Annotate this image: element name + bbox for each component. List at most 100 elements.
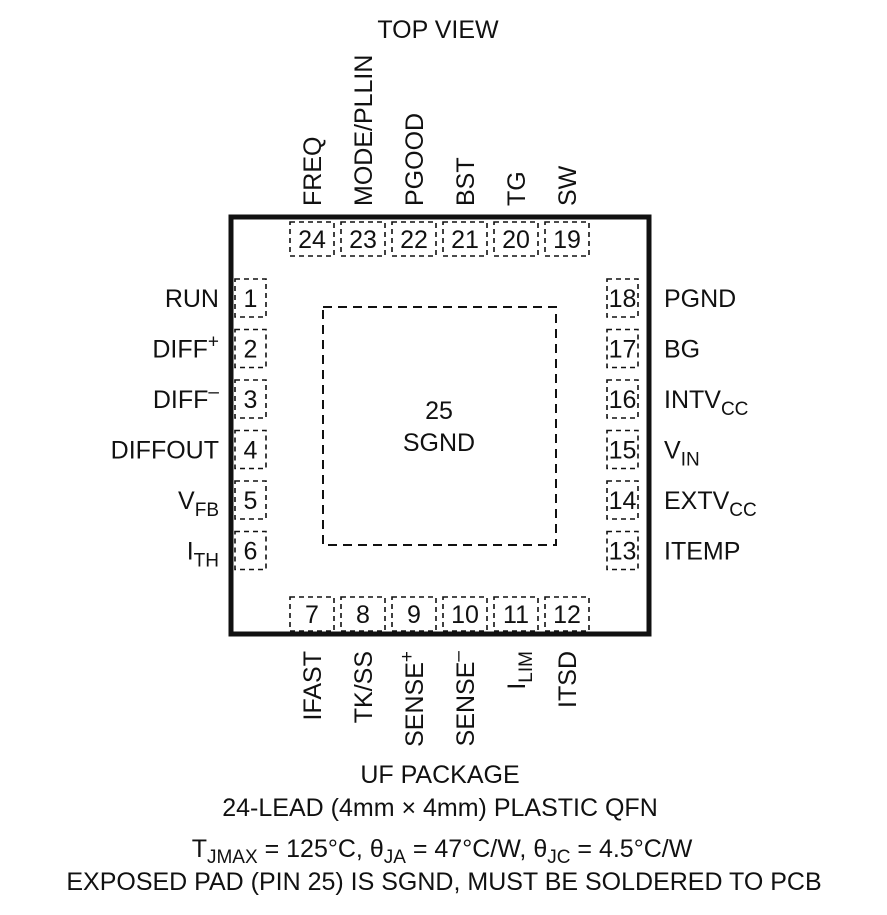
pin-15-pad	[606, 429, 639, 470]
pin-10-number: 10	[451, 601, 479, 629]
pin-13-number: 13	[609, 538, 637, 566]
pin-4-number: 4	[244, 437, 258, 465]
exposed-pad	[322, 306, 557, 546]
pin-21-name: BST	[452, 157, 480, 206]
pin-20: 20 TG	[493, 171, 539, 257]
pin-1: 1 RUN	[165, 278, 267, 318]
package-name: UF PACKAGE	[360, 761, 519, 789]
pin-16-number: 16	[609, 386, 637, 414]
pin-1-number: 1	[244, 285, 258, 313]
pin-8-name: TK/SS	[350, 651, 378, 723]
pin-10-name: SENSE–	[448, 651, 480, 747]
pin-2-name: DIFF+	[152, 332, 219, 364]
pin-12-pad	[544, 596, 590, 632]
pin-19-number: 19	[553, 226, 581, 254]
pin-22-number: 22	[400, 226, 428, 254]
pin-12-number: 12	[553, 601, 581, 629]
pin-17-number: 17	[609, 336, 637, 364]
pin-14-pad	[606, 480, 639, 520]
pin-1-pad	[234, 278, 267, 318]
pin-24: 24 FREQ	[289, 137, 335, 257]
pin-14-number: 14	[609, 487, 637, 515]
pin-6-name: ITH	[187, 538, 219, 572]
pin-17-pad	[606, 328, 639, 369]
pin-15-name: VIN	[664, 437, 700, 471]
pin-6: 6 ITH	[187, 530, 267, 572]
pin-21-number: 21	[451, 226, 479, 254]
pin-20-pad	[493, 221, 539, 257]
pin-3-number: 3	[244, 386, 258, 414]
pin-24-name: FREQ	[299, 137, 327, 206]
pin-13-name: ITEMP	[664, 538, 740, 566]
pin-5-name: VFB	[178, 487, 219, 521]
pin-2: 2 DIFF+	[152, 328, 267, 369]
pin-3: 3 DIFF–	[153, 379, 267, 419]
pin-18-name: PGND	[664, 285, 736, 313]
pin-2-pad	[234, 328, 267, 369]
pin-13: 13 ITEMP	[606, 530, 740, 571]
pin-9-number: 9	[407, 601, 421, 629]
pin-7-pad	[289, 596, 335, 632]
pin-12-name: ITSD	[554, 651, 582, 708]
pin-9-name: SENSE+	[397, 651, 429, 747]
pin-18: 18 PGND	[606, 278, 736, 318]
pin-11-name: ILIM	[503, 651, 537, 690]
pin-11-pad	[493, 596, 539, 632]
pin-2-number: 2	[244, 336, 258, 364]
pin-23-name: MODE/PLLIN	[350, 55, 378, 206]
diagram-title: TOP VIEW	[377, 16, 499, 44]
exposed-pad-number: 25	[425, 397, 453, 425]
pin-4: 4 DIFFOUT	[111, 429, 267, 470]
pin-21-pad	[442, 221, 488, 257]
pin-15-number: 15	[609, 437, 637, 465]
pin-14: 14 EXTVCC	[606, 480, 757, 521]
pin-8: 8TK/SS	[340, 596, 386, 723]
pin-23-number: 23	[349, 226, 377, 254]
pin-5-pad	[234, 480, 267, 520]
pin-11-number: 11	[503, 601, 529, 629]
pin-3-pad	[234, 379, 267, 419]
pin-1-name: RUN	[165, 285, 219, 313]
package-description: 24-LEAD (4mm × 4mm) PLASTIC QFN	[222, 794, 658, 822]
pin-22-name: PGOOD	[401, 113, 429, 206]
pin-23: 23 MODE/PLLIN	[340, 55, 386, 257]
pin-20-name: TG	[503, 171, 531, 206]
pin-19-pad	[544, 221, 590, 257]
pin-16: 16 INTVCC	[606, 379, 748, 420]
pin-7-name: IFAST	[299, 651, 327, 720]
pin-21: 21 BST	[442, 157, 488, 257]
pin-16-pad	[606, 379, 639, 419]
pin-24-pad	[289, 221, 335, 257]
pin-16-name: INTVCC	[664, 386, 748, 420]
pin-4-pad	[234, 429, 267, 470]
pin-10-pad	[442, 596, 488, 632]
pin-17-name: BG	[664, 336, 700, 364]
pin-4-name: DIFFOUT	[111, 437, 219, 465]
exposed-pad-label: SGND	[403, 429, 475, 457]
pin-17: 17 BG	[606, 328, 700, 369]
pin-18-number: 18	[609, 285, 637, 313]
pin-22-pad	[391, 221, 437, 257]
pin-15: 15 VIN	[606, 429, 700, 471]
pin-9-pad	[391, 596, 437, 632]
pin-20-number: 20	[502, 226, 530, 254]
exposed-pad-note: EXPOSED PAD (PIN 25) IS SGND, MUST BE SO…	[66, 868, 821, 896]
thermal-specs: TJMAX = 125°C, θJA = 47°C/W, θJC = 4.5°C…	[192, 835, 693, 868]
pin-14-name: EXTVCC	[664, 487, 757, 521]
pin-8-number: 8	[356, 601, 370, 629]
pin-6-number: 6	[244, 538, 258, 566]
pin-7-number: 7	[305, 601, 319, 629]
pin-24-number: 24	[298, 226, 326, 254]
pin-13-pad	[606, 530, 639, 571]
pin-22: 22 PGOOD	[391, 113, 437, 257]
pin-8-pad	[340, 596, 386, 632]
pin-6-pad	[234, 530, 267, 571]
pin-3-name: DIFF–	[153, 382, 220, 414]
pin-23-pad	[340, 221, 386, 257]
